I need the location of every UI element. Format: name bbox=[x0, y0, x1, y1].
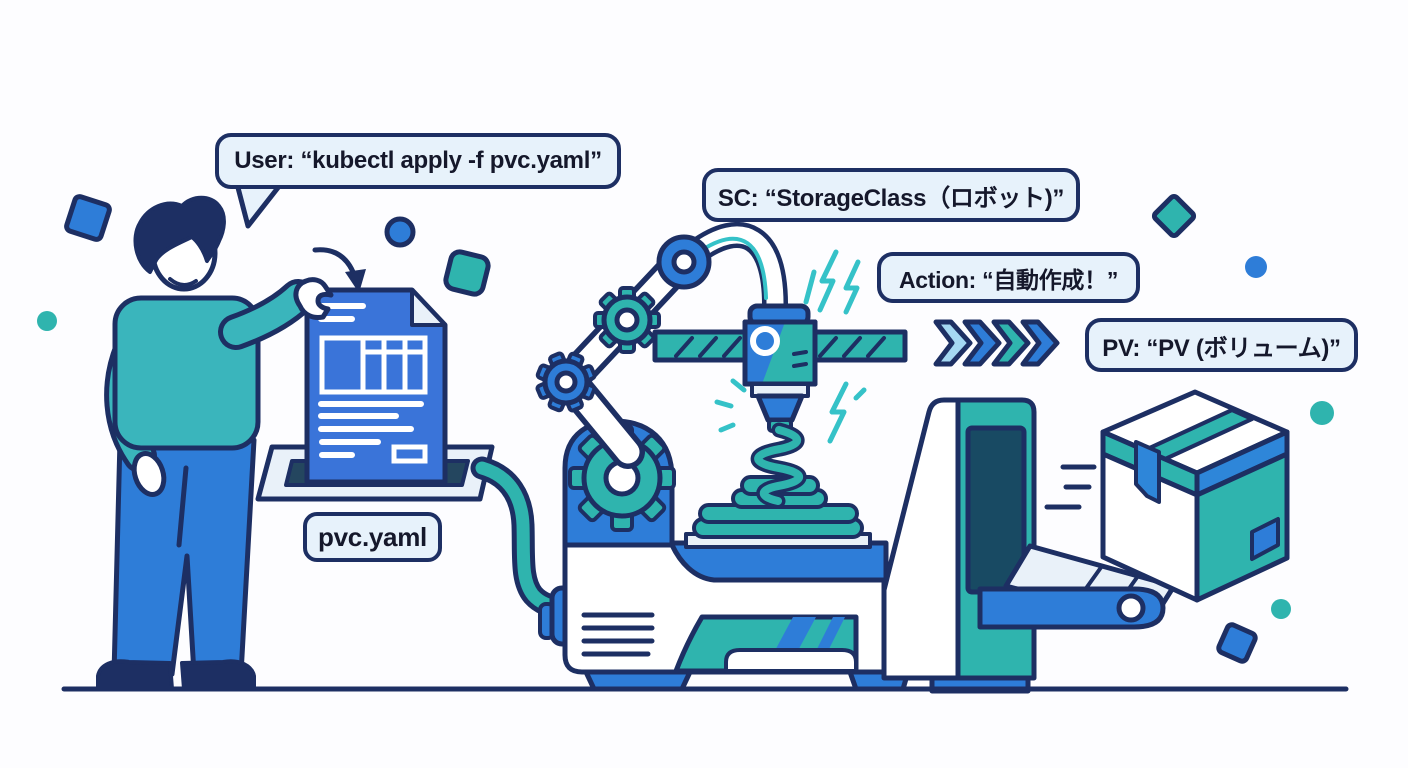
person-smile bbox=[168, 277, 198, 287]
robot-arm bbox=[535, 222, 908, 509]
document-text-lines bbox=[318, 303, 366, 322]
speed-lines bbox=[1044, 464, 1097, 510]
person-shoe bbox=[96, 659, 174, 691]
pants-crease bbox=[176, 465, 189, 548]
document-text-lines bbox=[318, 401, 424, 432]
confetti-shapes bbox=[37, 193, 1334, 664]
label-pv: PV: “PV (ボリューム)” bbox=[1085, 318, 1358, 372]
document-text-lines bbox=[319, 439, 381, 458]
person-hand bbox=[131, 451, 167, 497]
confetti-diamond-icon bbox=[1151, 193, 1197, 239]
confetti-dot-icon bbox=[1271, 599, 1291, 619]
label-action: Action: “自動作成！” bbox=[877, 252, 1140, 303]
tube-accent bbox=[700, 236, 768, 300]
document-table-grid bbox=[360, 335, 428, 395]
conveyor-belt bbox=[977, 543, 1177, 630]
box-tape-hanging bbox=[1134, 440, 1161, 504]
label-pvc-file: pvc.yaml bbox=[303, 512, 442, 562]
machine-body bbox=[562, 418, 926, 692]
panel-notch bbox=[724, 648, 858, 673]
tower-front bbox=[881, 397, 961, 681]
person-shoe bbox=[180, 659, 256, 691]
confetti-dot-icon bbox=[1310, 401, 1334, 425]
pvc-yaml-document bbox=[304, 287, 448, 485]
confetti-square-icon bbox=[64, 194, 112, 242]
box-face-right bbox=[1194, 451, 1290, 603]
filament-squiggle bbox=[754, 426, 804, 505]
gear-icon bbox=[535, 351, 597, 413]
filament-coil-stack bbox=[684, 475, 872, 549]
output-tower bbox=[881, 397, 1037, 694]
person-arm bbox=[223, 284, 311, 345]
confetti-square-icon bbox=[443, 249, 491, 297]
gantry-hatching bbox=[674, 336, 886, 358]
document-stamp bbox=[391, 444, 428, 464]
confetti-dot-icon bbox=[384, 216, 416, 248]
spark-icons bbox=[714, 249, 867, 444]
speech-bubble-user-command: User: “kubectl apply -f pvc.yaml” bbox=[215, 133, 621, 189]
machine-foot bbox=[583, 669, 693, 692]
document-fold-corner bbox=[410, 288, 447, 327]
printer-head-eye bbox=[750, 326, 780, 356]
person-hair bbox=[133, 195, 226, 274]
drop-arrow-icon bbox=[312, 247, 366, 293]
printer-head bbox=[742, 303, 818, 433]
box-label bbox=[1250, 517, 1280, 561]
machine-vents bbox=[581, 612, 655, 657]
confetti-square-icon bbox=[1216, 622, 1258, 664]
pv-package-box bbox=[1100, 389, 1290, 603]
document-table bbox=[319, 335, 428, 395]
machine-platform-band bbox=[669, 540, 889, 583]
conveyor-roller bbox=[1116, 593, 1146, 623]
label-storage-class: SC: “StorageClass（ロボット)” bbox=[702, 168, 1080, 222]
printer-nozzle bbox=[755, 393, 805, 423]
confetti-dot-icon bbox=[37, 311, 57, 331]
chevron-arrows-icon bbox=[933, 319, 1060, 367]
conveyor-band bbox=[977, 586, 1166, 630]
person-figure bbox=[96, 195, 316, 691]
gear-icon bbox=[593, 286, 661, 354]
person-hand-grip bbox=[293, 277, 334, 320]
confetti-dot-icon bbox=[1245, 256, 1267, 278]
